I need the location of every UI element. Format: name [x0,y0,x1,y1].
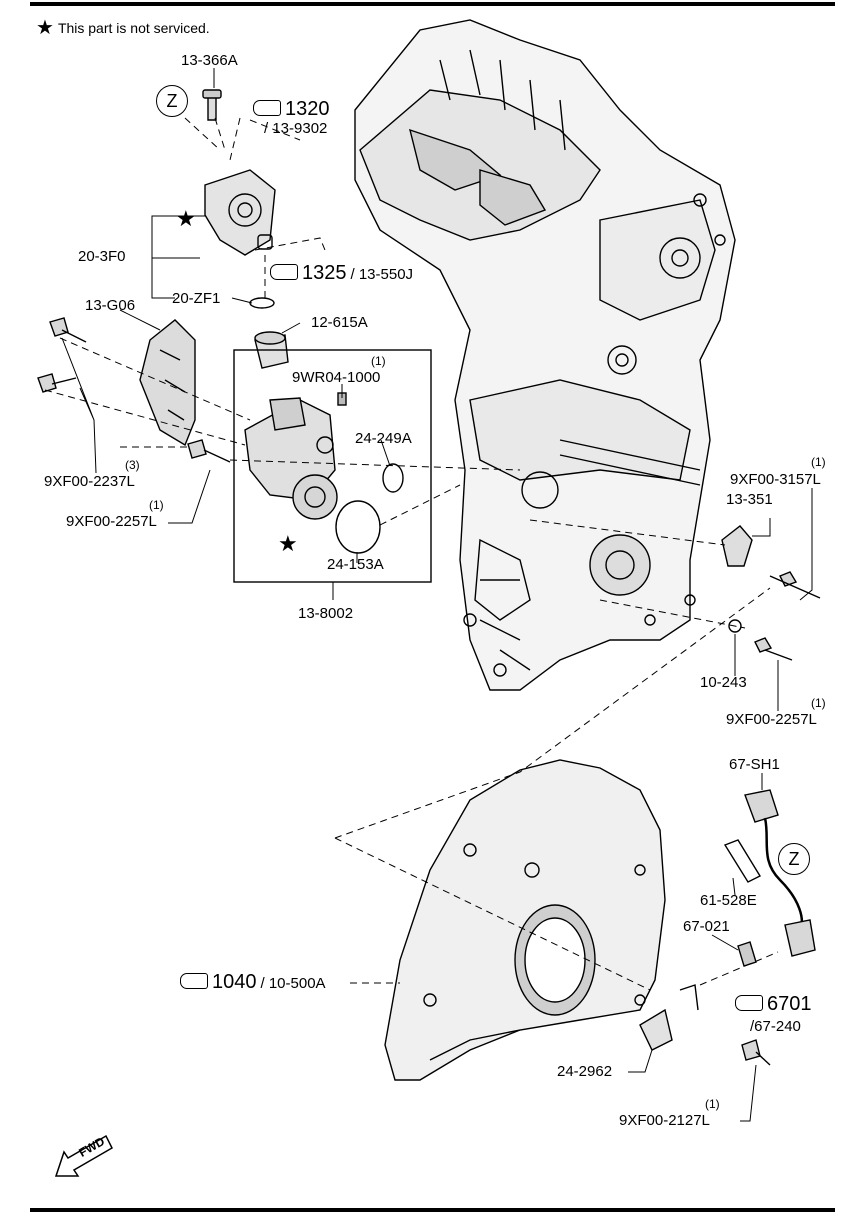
qty-9XF00-2127L: (1) [705,1097,720,1111]
ref-1325-sub: / 13-550J [350,266,414,283]
ref-1040-sub: / 10-500A [260,975,326,992]
star-marker-housing: ★ [278,531,298,556]
label-13-351: 13-351 [726,491,773,508]
label-9XF00-2127L: 9XF00-2127L [619,1112,710,1129]
label-9XF00-3157L: 9XF00-3157L [730,471,821,488]
ref-1325[interactable]: 1325 / 13-550J [270,262,413,285]
label-61-528E: 61-528E [700,892,757,909]
ref-1040[interactable]: 1040 / 10-500A [180,971,326,994]
ref-1325-number: 1325 [302,262,347,284]
label-24-153A: 24-153A [327,556,384,573]
leader-lines [61,68,813,1122]
label-67-SH1: 67-SH1 [729,756,780,773]
ref-1040-number: 1040 [212,971,257,993]
label-9XF00-2257L-washer: 9XF00-2257L [726,711,817,728]
qty-9XF00-2237L: (3) [125,458,140,472]
ref-6701-sub: /67-240 [750,1018,801,1035]
qty-9XF00-2257L-housing: (1) [149,498,164,512]
star-icon: ★ [36,17,54,39]
engine-block-drawing [354,19,736,691]
label-10-243: 10-243 [700,674,747,691]
z-marker-bottom: Z [778,843,810,875]
star-marker-pump: ★ [176,206,196,231]
label-13-G06: 13-G06 [85,297,136,314]
ref-1320-number: 1320 [285,98,330,120]
label-24-2962: 24-2962 [557,1063,613,1080]
label-9XF00-2257L-housing: 9XF00-2257L [66,513,157,530]
label-20-3F0: 20-3F0 [78,248,126,265]
label-9XF00-2237L: 9XF00-2237L [44,473,135,490]
bottom-border [30,1208,835,1212]
sensor-drawing [721,525,753,633]
pointing-hand-icon [270,264,298,280]
fuel-pump-drawing [202,89,289,369]
bolts-drawing [37,317,821,1066]
qty-9XF00-2257L-washer: (1) [811,696,826,710]
label-67-021: 67-021 [683,918,730,935]
qty-9WR04-1000: (1) [371,354,386,368]
harness-drawing [639,789,816,1051]
ref-6701[interactable]: 6701 [735,993,812,1016]
top-border [30,2,835,6]
label-20-ZF1: 20-ZF1 [172,290,221,307]
pointing-hand-icon [253,100,281,116]
ref-6701-number: 6701 [767,993,812,1015]
fwd-arrow-icon [54,1134,113,1177]
pointing-hand-icon [735,995,763,1011]
heat-shield-drawing [139,319,196,447]
label-24-249A: 24-249A [355,430,412,447]
qty-9XF00-3157L: (1) [811,455,826,469]
z-marker-top: Z [156,85,188,117]
ref-1320-sub: / 13-9302 [264,120,328,137]
label-9WR04-1000: 9WR04-1000 [292,369,381,386]
label-13-8002: 13-8002 [298,605,354,622]
timing-cover-drawing [384,759,666,1081]
label-13-366A: 13-366A [181,52,238,69]
legend-text: This part is not serviced. [57,20,210,36]
label-12-615A: 12-615A [311,314,368,331]
housing-drawing [244,392,404,554]
ref-1320[interactable]: 1320 [253,98,330,121]
pointing-hand-icon [180,973,208,989]
legend-note: ★ This part is not serviced. [36,17,210,39]
phantom-lines [44,117,779,991]
